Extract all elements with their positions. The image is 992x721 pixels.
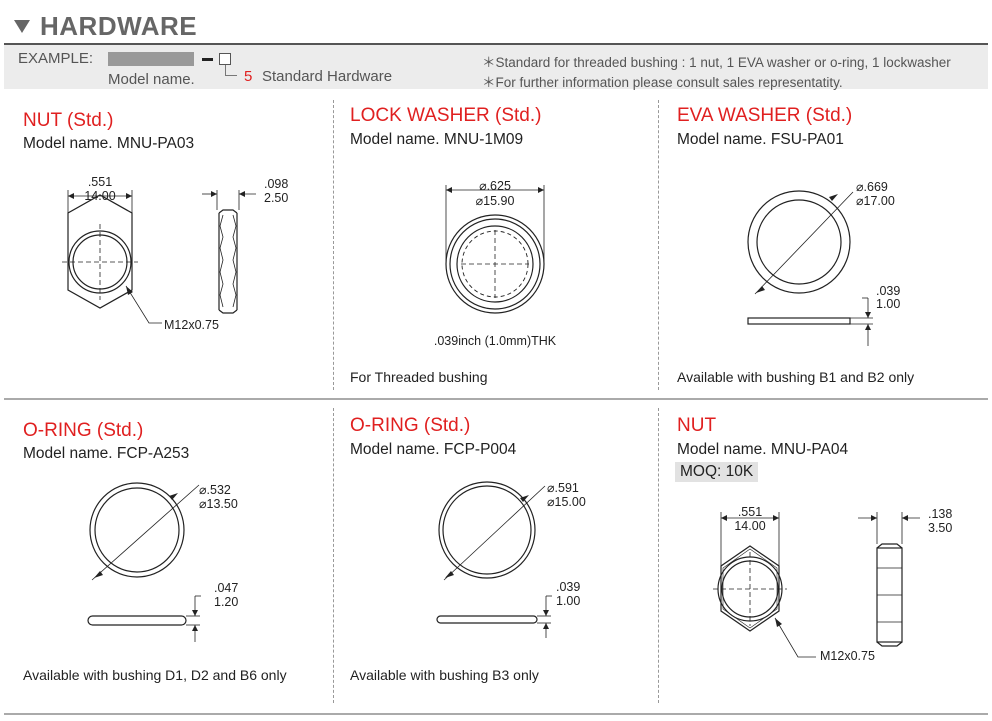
card-title: NUT [677,415,717,436]
note-consult: ＊For further information please consult … [482,75,843,90]
card-title: EVA WASHER (Std.) [677,105,853,126]
model-name-label: Model name. [108,71,195,88]
o-ring-drawing: ⌀.591 ⌀15.00 .039 1.00 [436,481,586,638]
hardware-card-lock-washer: LOCK WASHER (Std.) Model name. MNU-1M09 … [331,90,658,400]
connector-line [225,65,237,76]
thickness-inch: .047 [214,581,238,595]
column-divider [333,408,334,703]
width-inch: .551 [88,175,112,189]
thickness-mm: 1.00 [876,297,900,311]
card-model: Model name. FCP-A253 [23,445,190,462]
note-standard: ＊Standard for threaded bushing : 1 nut, … [482,55,951,70]
hardware-card-nut: NUT Model name. MNU-PA04 MOQ: 10K [658,400,985,710]
width-mm: 14.00 [734,519,765,533]
nut-drawing: .551 14.00 .098 2.50 M12x0.75 [62,175,288,332]
thickness-inch: .098 [264,177,288,191]
moq-badge: MOQ: 10K [675,462,759,482]
diameter-mm: ⌀13.50 [199,497,238,511]
bottom-divider [4,713,988,715]
card-model: Model name. FCP-P004 [350,441,517,458]
section-title: HARDWARE [40,10,198,41]
width-mm: 14.00 [84,189,115,203]
card-footer: Available with bushing D1, D2 and B6 onl… [23,667,287,683]
example-bar: EXAMPLE: Model name. 5 Standard Hardware… [4,43,988,90]
diameter-mm: ⌀17.00 [856,194,895,208]
column-divider [658,100,659,390]
card-model: Model name. MNU-PA04 [677,441,849,458]
section-header: HARDWARE [14,10,197,42]
column-divider [658,408,659,703]
diameter-inch: ⌀.591 [547,481,579,495]
card-model: Model name. MNU-PA03 [23,135,195,152]
o-ring-drawing: ⌀.532 ⌀13.50 .047 1.20 [87,482,238,642]
thickness-mm: 3.50 [928,521,952,535]
card-title: NUT (Std.) [23,110,114,131]
thickness-spec: .039inch (1.0mm)THK [434,334,557,348]
diameter-inch: ⌀.669 [856,180,888,194]
hardware-card-nut-std: NUT (Std.) Model name. MNU-PA03 [4,90,331,400]
thread-spec: M12x0.75 [820,649,875,663]
model-placeholder-box [108,52,194,66]
thickness-mm: 2.50 [264,191,288,205]
dash-separator [202,58,213,61]
hardware-code: 5 [244,68,253,85]
diameter-inch: ⌀.625 [479,179,511,193]
example-label: EXAMPLE: [18,50,94,67]
width-inch: .551 [738,505,762,519]
card-title: O-RING (Std.) [350,415,471,436]
hardware-card-eva-washer: EVA WASHER (Std.) Model name. FSU-PA01 A… [658,90,985,400]
thickness-inch: .138 [928,507,952,521]
card-title: O-RING (Std.) [23,420,144,441]
card-footer: For Threaded bushing [350,369,488,385]
thread-spec: M12x0.75 [164,318,219,332]
column-divider [333,100,334,390]
thickness-mm: 1.20 [214,595,238,609]
collapse-triangle-icon[interactable] [14,19,30,33]
card-model: Model name. MNU-1M09 [350,131,524,148]
card-footer: Available with bushing B3 only [350,667,539,683]
diameter-mm: ⌀15.00 [547,495,586,509]
hardware-card-o-ring-p004: O-RING (Std.) Model name. FCP-P004 Avail… [331,400,658,710]
option-placeholder-square [219,53,231,65]
eva-washer-drawing: ⌀.669 ⌀17.00 .039 1.00 [747,180,900,346]
hardware-card-o-ring-a253: O-RING (Std.) Model name. FCP-A253 Avail… [4,400,331,710]
thickness-inch: .039 [876,284,900,298]
diameter-mm: ⌀15.90 [476,194,515,208]
diameter-inch: ⌀.532 [199,483,231,497]
hardware-code-desc: Standard Hardware [262,68,393,85]
thickness-inch: .039 [556,580,580,594]
lock-washer-drawing: ⌀.625 ⌀15.90 .039inch (1.0mm)THK [434,179,557,348]
nut-drawing: .551 14.00 .138 3.50 M12x0.75 [713,505,952,663]
thickness-mm: 1.00 [556,594,580,608]
card-model: Model name. FSU-PA01 [677,131,844,148]
card-title: LOCK WASHER (Std.) [350,105,542,126]
card-footer: Available with bushing B1 and B2 only [677,369,915,385]
row-divider [4,398,988,400]
